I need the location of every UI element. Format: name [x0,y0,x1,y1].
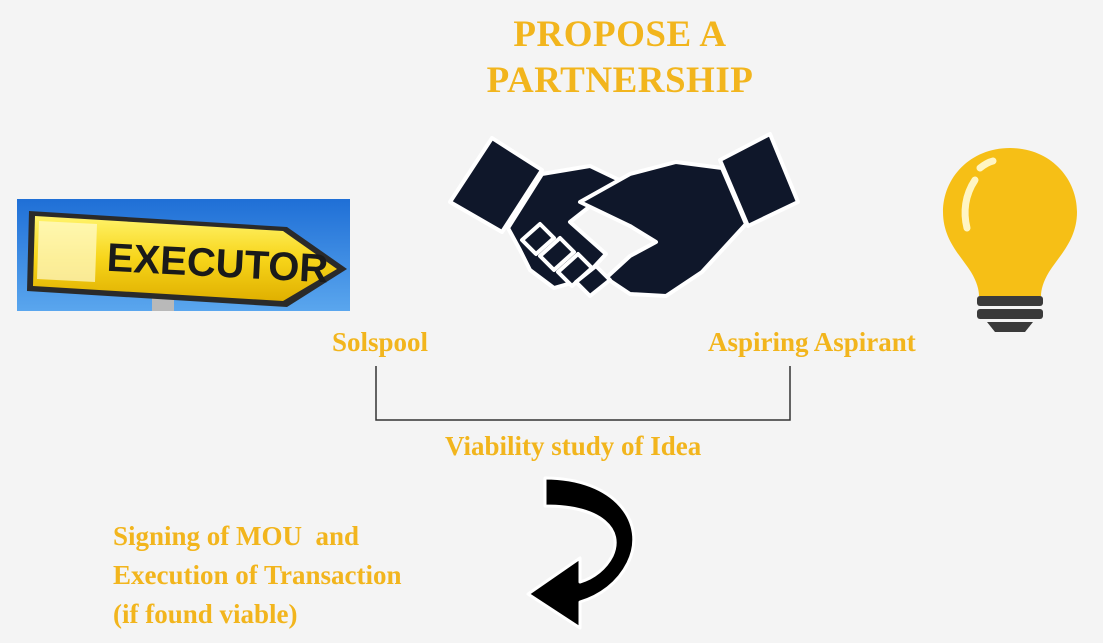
step-mou-execution: Signing of MOU and Execution of Transact… [113,517,402,634]
outcome-line-1: Signing of MOU and [113,521,360,551]
bracket-connector [375,366,791,421]
outcome-line-3: (if found viable) [113,599,298,629]
handshake-icon [448,132,800,298]
light-bulb-icon [943,148,1077,332]
title-line-1: PROPOSE A [513,14,727,55]
party-aspiring-aspirant: Aspiring Aspirant [708,327,916,357]
title-line-2: PARTNERSHIP [486,60,754,101]
executor-sign-image: EXECUTOR [17,199,350,311]
diagram-title: PROPOSE A PARTNERSHIP [440,12,800,104]
curved-arrow-icon [526,476,636,630]
party-solspool: Solspool [332,327,429,357]
outcome-line-2: Execution of Transaction [113,560,402,590]
step-viability-study: Viability study of Idea [445,431,702,461]
